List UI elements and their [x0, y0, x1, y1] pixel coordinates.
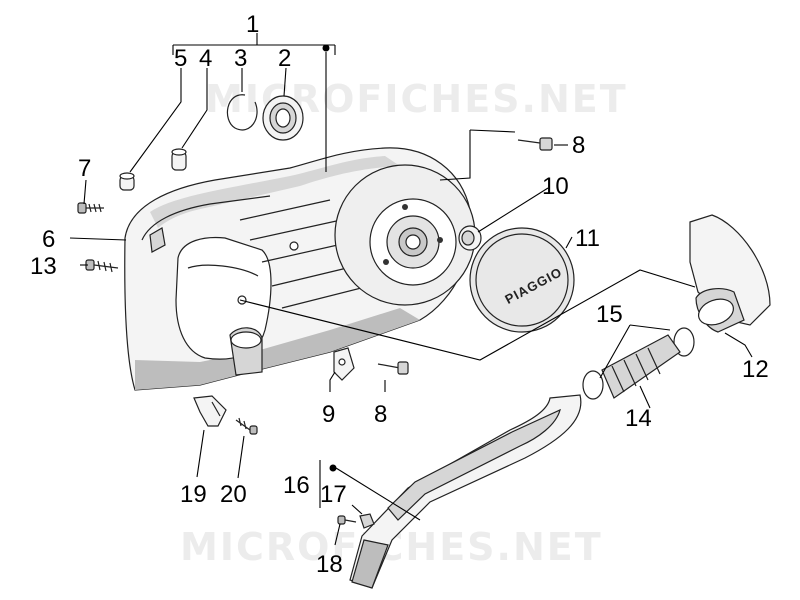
clamp-15-right [673, 327, 695, 357]
callout-12: 12 [742, 356, 769, 383]
callout-14: 14 [625, 405, 652, 432]
screw-7 [77, 202, 104, 214]
leader-lines [69, 33, 753, 546]
callout-15: 15 [596, 301, 623, 328]
callout-10: 10 [542, 173, 569, 200]
intake-duct-12 [689, 214, 771, 333]
callout-9: 9 [322, 401, 335, 428]
callout-3: 3 [234, 45, 247, 72]
bushing-4 [171, 148, 187, 171]
screw-18 [337, 515, 357, 525]
callout-18: 18 [316, 551, 343, 578]
callout-11: 11 [575, 225, 600, 252]
callout-1: 1 [246, 11, 259, 38]
circlip [226, 94, 258, 131]
screw-13 [85, 259, 119, 273]
bolt-8-lower [377, 361, 409, 375]
bellows-14 [601, 334, 681, 399]
clamp-15-left [582, 370, 604, 400]
callout-17: 17 [320, 481, 347, 508]
air-duct-16 [349, 394, 582, 589]
cover-cap-11: PIAGGIO [469, 227, 575, 333]
bracket-9 [333, 347, 355, 381]
callout-19: 19 [180, 481, 207, 508]
callout-20: 20 [220, 481, 247, 508]
bolt-8-top [517, 137, 553, 151]
callout-13: 13 [30, 253, 57, 280]
callout-4: 4 [199, 45, 212, 72]
bracket-19 [193, 395, 227, 427]
nut-17 [359, 513, 375, 529]
callout-8-top: 8 [572, 132, 585, 159]
bushing-5 [119, 172, 135, 191]
transmission-cover [124, 147, 476, 391]
callout-5: 5 [174, 45, 187, 72]
screw-20 [235, 417, 258, 435]
callout-16: 16 [283, 472, 310, 499]
callout-8-lower: 8 [374, 401, 387, 428]
callout-2: 2 [278, 45, 291, 72]
bearing [262, 95, 304, 141]
plug-10 [458, 225, 482, 251]
callouts: 1 2 3 4 5 6 7 8 8 9 10 11 12 13 14 15 16… [30, 11, 769, 578]
callout-6: 6 [42, 226, 55, 253]
callout-7: 7 [78, 155, 91, 182]
